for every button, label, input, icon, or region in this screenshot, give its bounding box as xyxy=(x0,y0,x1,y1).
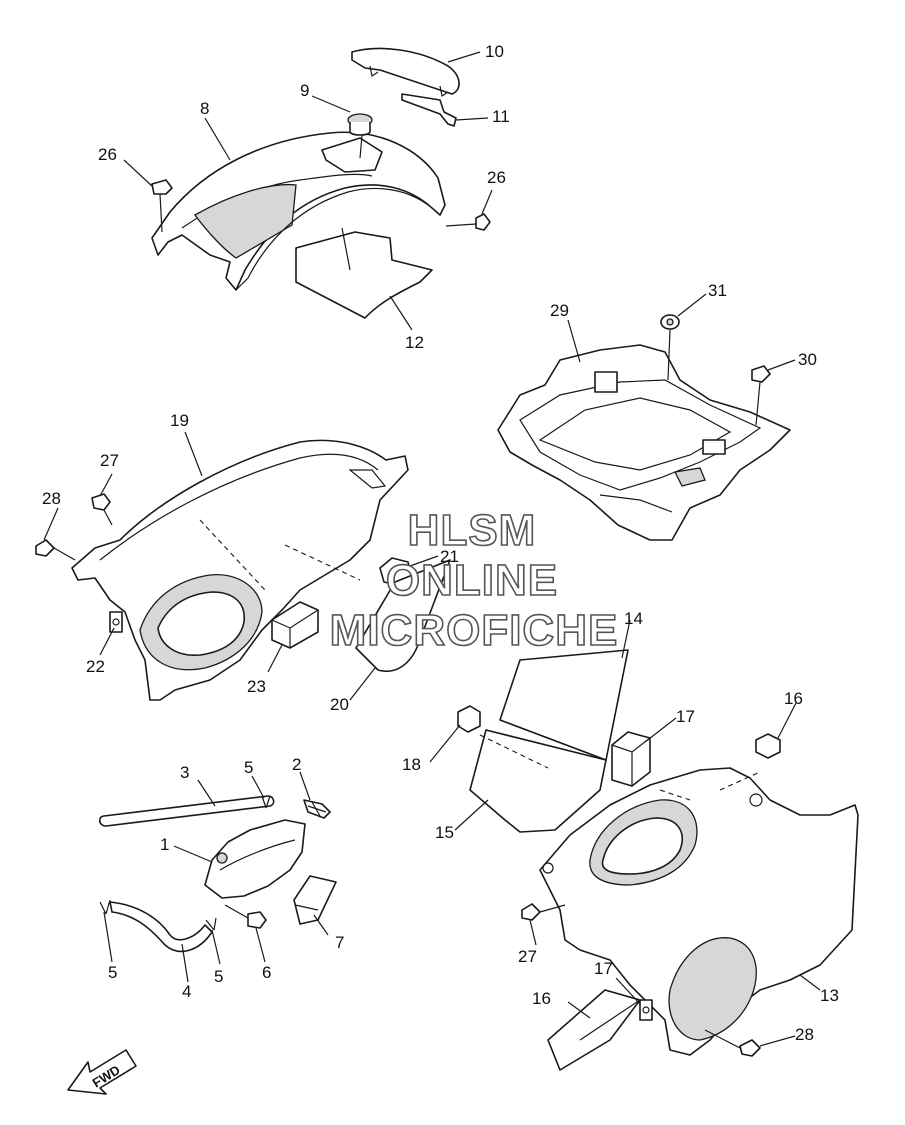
callout-12: 12 xyxy=(405,333,424,352)
bolt-part-26-left xyxy=(151,179,173,233)
bracket-part-18 xyxy=(547,989,641,1071)
bolt-part-27-left xyxy=(91,493,113,526)
callout-25: 23 xyxy=(247,677,266,696)
callout-28-left: 28 xyxy=(42,489,61,508)
pad-part-16 xyxy=(755,733,781,759)
bolt-part-26-right xyxy=(445,213,491,231)
rear-fender-part-8 xyxy=(151,131,446,291)
clamp-part-5-left xyxy=(99,899,111,915)
callout-27-right: 27 xyxy=(518,947,537,966)
callout-27-left: 27 xyxy=(100,451,119,470)
callout-19-label: 17 xyxy=(594,959,613,978)
callout-23: 21 xyxy=(440,547,459,566)
callout-16: 16 xyxy=(784,689,803,708)
callout-15: 15 xyxy=(435,823,454,842)
callout-5-top: 5 xyxy=(244,758,253,777)
frame-part-29 xyxy=(497,344,791,541)
callout-8: 8 xyxy=(200,99,209,118)
clip-part-24 xyxy=(109,611,123,633)
seat-lining-part-12 xyxy=(295,227,433,319)
callout-18-label: 16 xyxy=(532,989,551,1008)
bolt-part-28-left xyxy=(35,539,76,561)
clip-part-19 xyxy=(639,999,653,1021)
bracket-part-11 xyxy=(401,93,457,127)
bolt-part-28-right xyxy=(704,1029,761,1057)
clip-part-31 xyxy=(660,314,680,381)
grommet-part-9 xyxy=(347,113,373,159)
callout-17: 17 xyxy=(676,707,695,726)
callout-21: 19 xyxy=(170,411,189,430)
cover-part-22 xyxy=(355,559,451,672)
callout-29: 29 xyxy=(550,301,569,320)
callout-30: 30 xyxy=(798,350,817,369)
pipe-part-3 xyxy=(98,795,275,827)
callout-31: 31 xyxy=(708,281,727,300)
leader-lines xyxy=(43,51,821,1047)
fwd-arrow-icon: FWD xyxy=(67,1049,137,1095)
bolt-part-30 xyxy=(751,365,771,426)
panel-part-15 xyxy=(469,729,607,833)
pad-part-20 xyxy=(457,705,481,733)
bracket-part-7 xyxy=(293,875,337,925)
watermark-line-1: HLSM xyxy=(408,506,537,555)
callout-20: 18 xyxy=(402,755,421,774)
side-cover-part-13 xyxy=(539,767,859,1056)
bolt-part-6 xyxy=(224,904,267,929)
callout-10: 10 xyxy=(485,42,504,61)
bolt-part-27-right xyxy=(521,903,566,921)
cap-part-2 xyxy=(303,799,331,819)
cap-part-10 xyxy=(351,47,460,97)
callout-labels: 8 9 10 11 12 26 26 29 31 30 19 27 28 22 … xyxy=(42,42,839,1044)
hose-part-4 xyxy=(109,901,213,953)
tank-part-1 xyxy=(204,819,306,899)
callout-22: 20 xyxy=(330,695,349,714)
clamp-part-5-top xyxy=(261,795,271,809)
watermark-line-3: MICROFICHE xyxy=(330,606,619,655)
watermark-line-2: ONLINE xyxy=(386,556,558,605)
callout-28-right: 28 xyxy=(795,1025,814,1044)
callout-26-left: 26 xyxy=(98,145,117,164)
callout-13: 13 xyxy=(820,986,839,1005)
callout-3: 3 xyxy=(180,763,189,782)
callout-5-left: 5 xyxy=(108,963,117,982)
callout-2: 2 xyxy=(292,755,301,774)
callout-14: 14 xyxy=(624,609,643,628)
callout-24: 22 xyxy=(86,657,105,676)
callout-26-right: 26 xyxy=(487,168,506,187)
callout-9: 9 xyxy=(300,81,309,100)
callout-4: 4 xyxy=(182,982,191,1001)
watermark: HLSM ONLINE MICROFICHE xyxy=(329,505,619,656)
callout-1: 1 xyxy=(160,835,169,854)
clamp-part-5-mid xyxy=(205,917,217,931)
panel-part-14 xyxy=(499,649,629,761)
pad-part-25 xyxy=(271,601,319,649)
callout-11: 11 xyxy=(492,107,510,126)
callout-6: 6 xyxy=(262,963,271,982)
pad-part-17 xyxy=(611,731,651,787)
side-cover-part-21 xyxy=(71,439,409,701)
callout-7: 7 xyxy=(335,933,344,952)
callout-5-mid: 5 xyxy=(214,967,223,986)
